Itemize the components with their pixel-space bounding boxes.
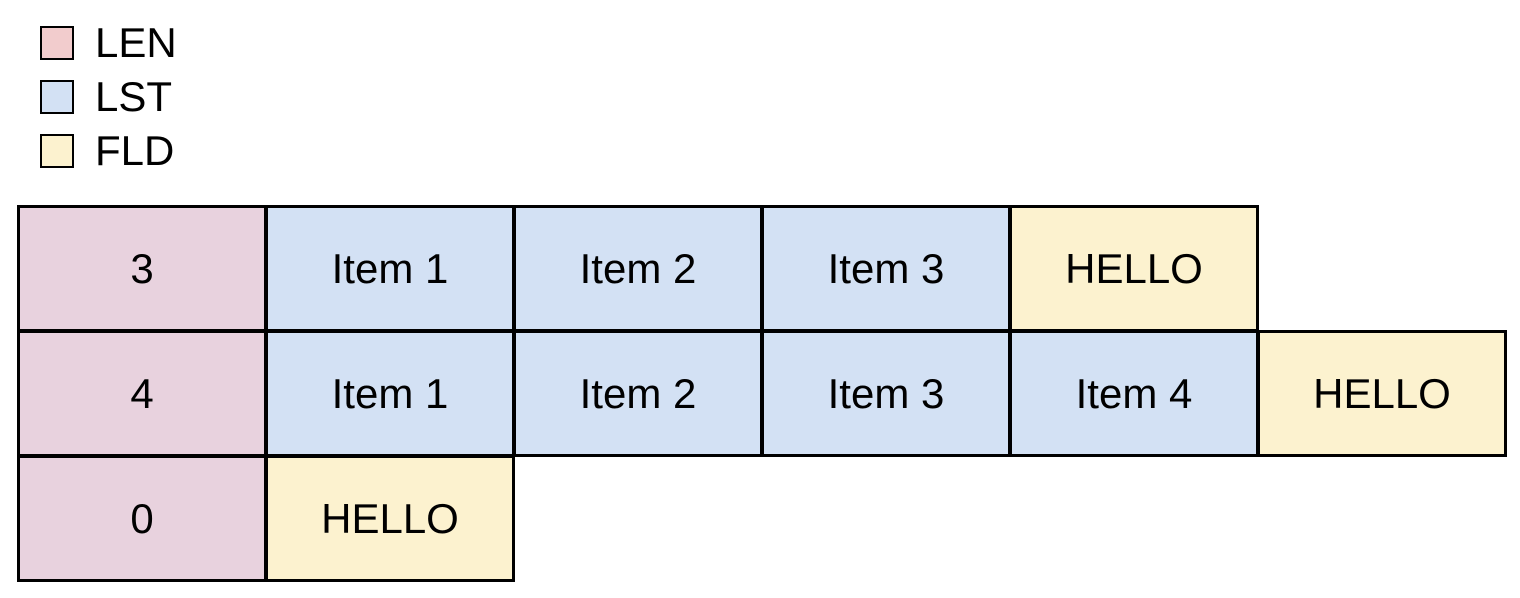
list-item-cell: Item 1	[265, 330, 515, 457]
legend-label-lst: LST	[95, 73, 173, 120]
legend-label-len: LEN	[95, 19, 177, 66]
legend-swatch-lst	[40, 80, 74, 114]
layout-row-3: 0 HELLO	[17, 455, 1507, 582]
len-cell: 0	[17, 455, 267, 582]
field-cell: HELLO	[1009, 205, 1259, 332]
field-cell: HELLO	[265, 455, 515, 582]
layout-row-2: 4 Item 1 Item 2 Item 3 Item 4 HELLO	[17, 330, 1507, 457]
legend-label-fld: FLD	[95, 127, 175, 174]
list-item-cell: Item 1	[265, 205, 515, 332]
list-item-cell: Item 3	[761, 205, 1011, 332]
layout-row-1: 3 Item 1 Item 2 Item 3 HELLO	[17, 205, 1507, 332]
legend-swatch-fld	[40, 134, 74, 168]
legend-item-lst: LST	[40, 73, 177, 120]
legend-item-fld: FLD	[40, 127, 177, 174]
list-item-cell: Item 2	[513, 330, 763, 457]
byte-layout-diagram: 3 Item 1 Item 2 Item 3 HELLO 4 Item 1 It…	[17, 205, 1507, 582]
list-item-cell: Item 3	[761, 330, 1011, 457]
legend-swatch-len	[40, 26, 74, 60]
list-item-cell: Item 4	[1009, 330, 1259, 457]
legend-item-len: LEN	[40, 19, 177, 66]
list-item-cell: Item 2	[513, 205, 763, 332]
field-cell: HELLO	[1257, 330, 1507, 457]
len-cell: 4	[17, 330, 267, 457]
legend: LEN LST FLD	[40, 19, 177, 187]
len-cell: 3	[17, 205, 267, 332]
